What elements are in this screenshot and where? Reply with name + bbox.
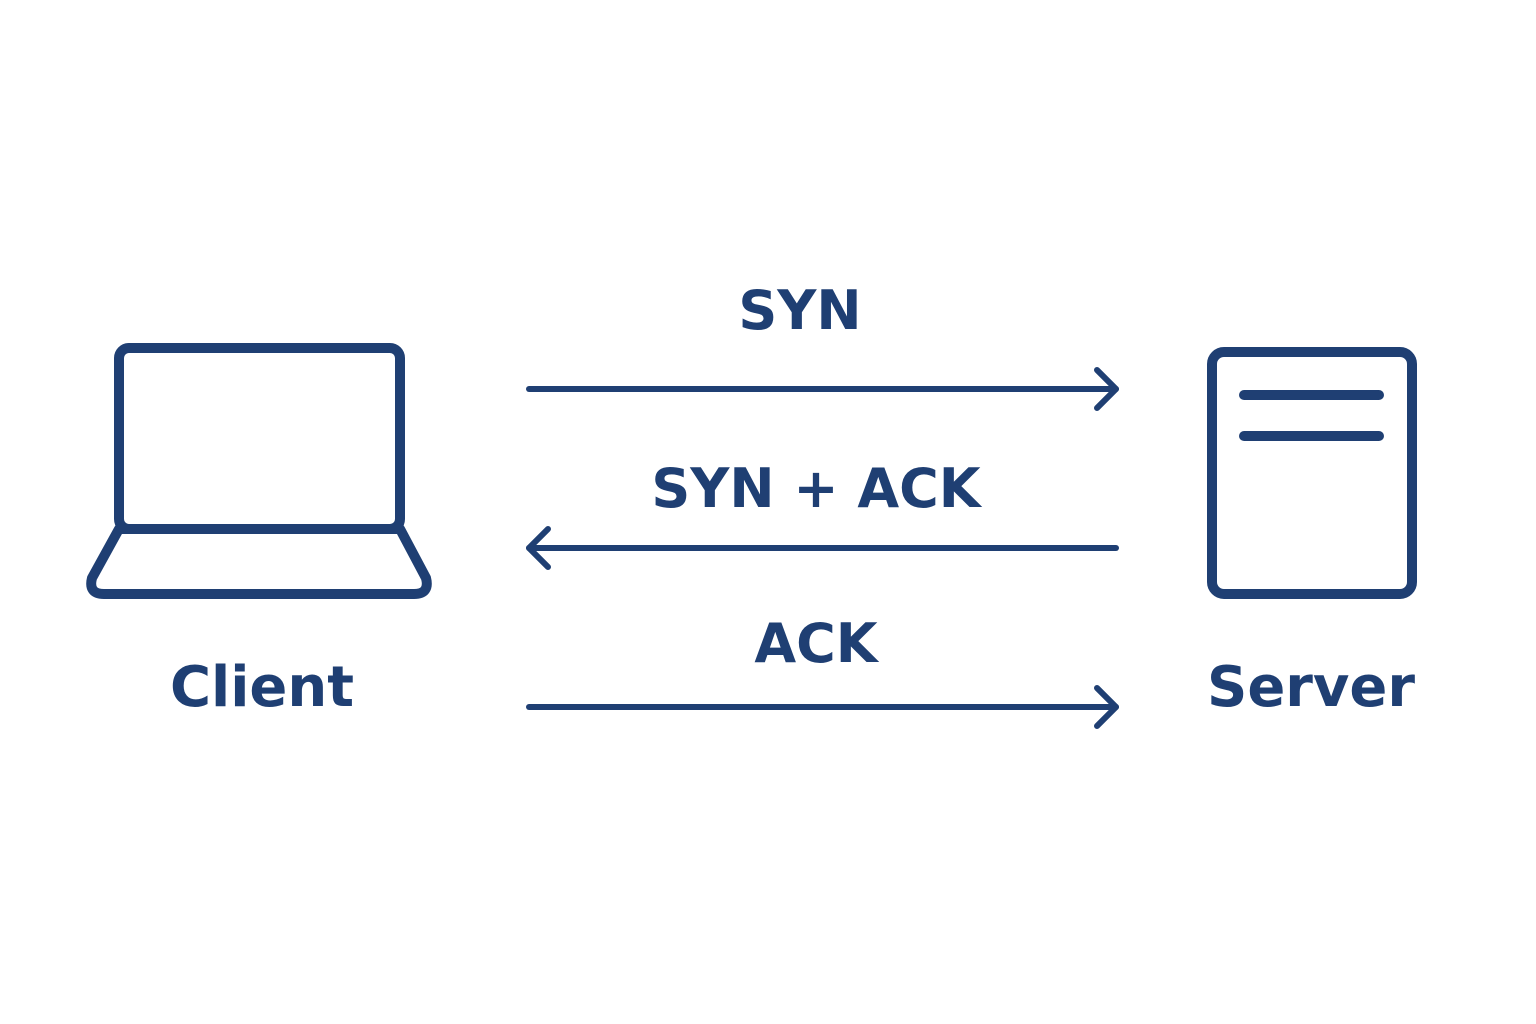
client-label: Client: [169, 655, 355, 720]
laptop-icon: [86, 343, 432, 599]
arrow-syn-head: [1094, 367, 1119, 411]
arrow-syn-ack: [526, 526, 1119, 570]
message-label-ack: ACK: [754, 612, 878, 675]
message-label-syn-ack: SYN + ACK: [651, 457, 981, 520]
arrow-ack: [526, 685, 1119, 729]
laptop-screen: [114, 343, 405, 534]
server-icon: [1207, 347, 1417, 599]
server-label: Server: [1206, 655, 1416, 720]
message-label-syn: SYN: [738, 279, 862, 342]
arrow-syn-ack-head: [526, 526, 551, 570]
server-body: [1207, 347, 1417, 599]
arrow-syn: [526, 367, 1119, 411]
laptop-base: [86, 524, 432, 599]
arrow-ack-head: [1094, 685, 1119, 729]
